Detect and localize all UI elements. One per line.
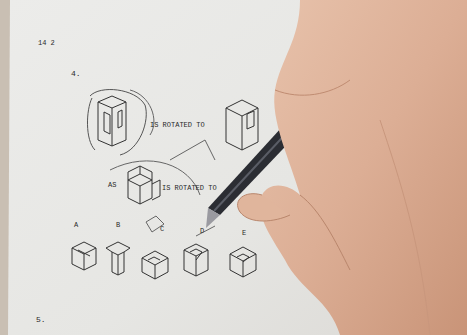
page-number: 14 2: [38, 40, 55, 47]
option-letter: D: [200, 228, 204, 235]
instruction-text: IS ROTATED TO: [162, 185, 217, 192]
question-number: 4.: [71, 70, 81, 78]
question-number: 5.: [36, 316, 46, 324]
hand: [238, 0, 467, 335]
option-letter: E: [242, 230, 246, 237]
option-letter: A: [74, 222, 78, 229]
option-letter: C: [160, 226, 164, 233]
instruction-text: AS: [108, 182, 116, 189]
instruction-text: IS ROTATED TO: [150, 122, 205, 129]
option-letter: B: [116, 222, 120, 229]
